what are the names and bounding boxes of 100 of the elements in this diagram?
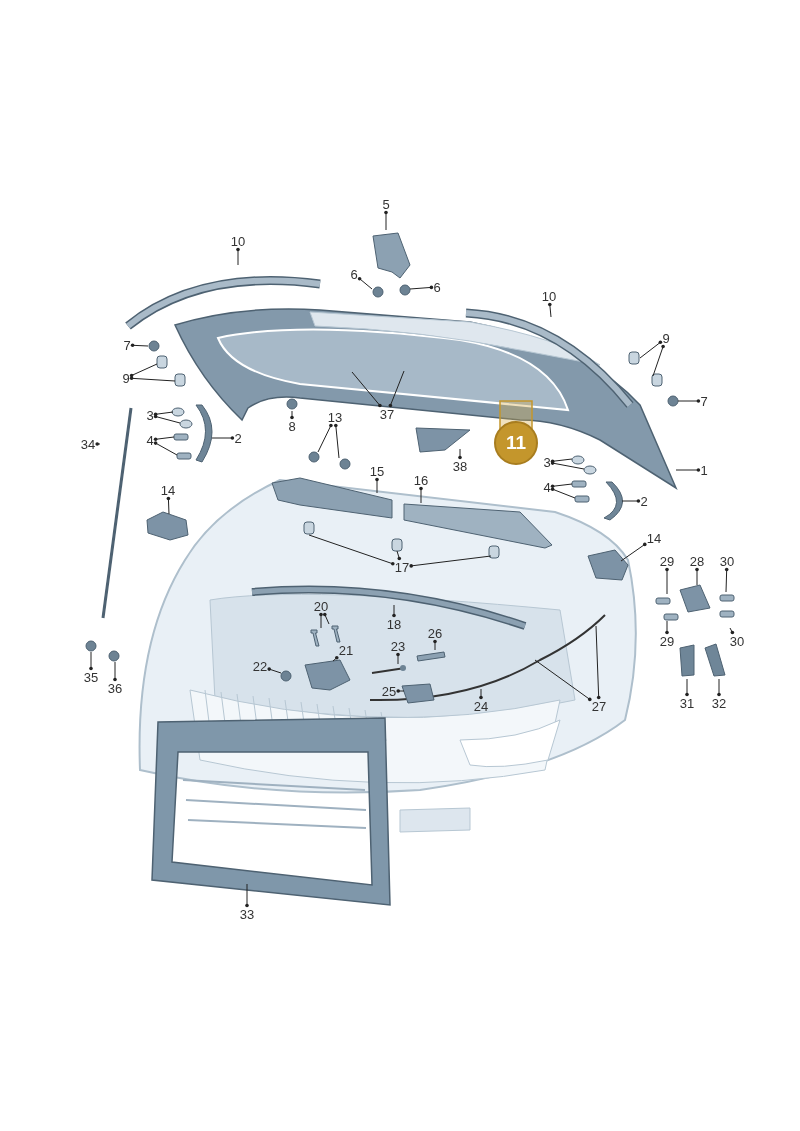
callout-number: 21	[337, 642, 355, 658]
leader-line	[677, 399, 701, 403]
leader-line	[384, 210, 388, 231]
callout-number: 17	[393, 559, 411, 575]
callout-number: 10	[540, 288, 558, 304]
callout-number: 13	[326, 409, 344, 425]
leader-line	[130, 343, 149, 348]
callout-number: 3	[145, 407, 155, 423]
leader-line	[332, 656, 339, 662]
leader-line	[245, 883, 249, 908]
leader-line	[396, 652, 400, 665]
leader-line	[534, 659, 592, 702]
callout-number: 20	[312, 598, 330, 614]
callout-number: 33	[238, 906, 256, 922]
callout-number: 29	[658, 553, 676, 569]
leader-line	[334, 423, 340, 459]
leader-line	[675, 468, 701, 472]
callout-number: 38	[451, 458, 469, 474]
leader-line	[308, 534, 395, 566]
callout-number: 34	[79, 436, 97, 452]
leader-line	[396, 550, 402, 561]
leader-line	[729, 627, 735, 635]
callout-number: 31	[678, 695, 696, 711]
leader-line	[388, 370, 405, 408]
cable-rod	[370, 664, 407, 676]
trim-strip	[416, 650, 446, 662]
leader-line	[129, 363, 158, 378]
leader-line	[166, 496, 171, 515]
callout-number: 4	[542, 479, 552, 495]
callout-number: 9	[661, 330, 671, 346]
leader-line	[89, 651, 93, 671]
callout-number: 9	[121, 370, 131, 386]
leader-line	[550, 458, 573, 464]
leader-line	[665, 567, 669, 595]
leader-line	[695, 567, 699, 586]
leader-line	[620, 542, 647, 562]
leader-line	[392, 604, 396, 618]
callout-number: 26	[426, 625, 444, 641]
screw	[329, 624, 343, 644]
callout-number: 8	[287, 418, 297, 434]
callout-number: 24	[472, 698, 490, 714]
leader-line	[317, 423, 333, 453]
leader-line	[639, 340, 663, 359]
leader-line	[323, 612, 330, 625]
leader-line	[375, 477, 379, 494]
callout-number: 7	[699, 393, 709, 409]
leader-line	[211, 436, 235, 440]
callout-number: 37	[378, 406, 396, 422]
leader-line	[290, 410, 294, 420]
screw	[308, 628, 322, 648]
nut	[339, 458, 351, 470]
callout-number: 3	[542, 454, 552, 470]
callout-number: 30	[718, 553, 736, 569]
callout-number: 4	[145, 432, 155, 448]
leader-line	[665, 620, 669, 635]
callout-number: 7	[122, 337, 132, 353]
leader-line	[396, 689, 405, 693]
callout-number: 28	[688, 553, 706, 569]
callout-badge: 11	[494, 421, 538, 465]
leader-line	[717, 678, 721, 697]
leader-line	[548, 302, 552, 318]
callout-number: 2	[639, 493, 649, 509]
leader-line	[652, 344, 665, 377]
leader-line	[724, 567, 729, 593]
callout-number: 6	[349, 266, 359, 282]
leader-line	[319, 612, 323, 629]
callout-number: 5	[381, 196, 391, 212]
callout-number: 25	[380, 683, 398, 699]
callout-number: 2	[233, 430, 243, 446]
callout-number: 1	[699, 462, 709, 478]
leader-line	[267, 667, 282, 674]
leader-line	[458, 448, 462, 460]
callout-number: 35	[82, 669, 100, 685]
callout-number: 30	[728, 633, 746, 649]
leader-line	[433, 639, 437, 651]
leader-line	[550, 487, 576, 499]
callout-number: 14	[645, 530, 663, 546]
clip	[85, 640, 97, 652]
leader-line	[113, 661, 117, 682]
callout-number: 22	[251, 658, 269, 674]
callout-number: 18	[385, 616, 403, 632]
leader-line	[595, 625, 601, 700]
callout-number: 29	[658, 633, 676, 649]
leader-line	[236, 247, 240, 266]
leader-line	[621, 499, 641, 503]
leader-line	[409, 555, 492, 568]
callout-number: 32	[710, 695, 728, 711]
clip	[108, 650, 120, 662]
leader-line	[153, 441, 178, 456]
leader-line	[479, 688, 483, 700]
leader-line	[550, 461, 585, 470]
callout-number: 15	[368, 463, 386, 479]
callout-number: 10	[229, 233, 247, 249]
leader-line	[153, 436, 175, 442]
callout-number: 6	[432, 279, 442, 295]
callout-number: 27	[590, 698, 608, 714]
leader-line	[95, 442, 101, 446]
leader-line	[419, 486, 423, 504]
callout-number: 36	[106, 680, 124, 696]
callout-number: 23	[389, 638, 407, 654]
